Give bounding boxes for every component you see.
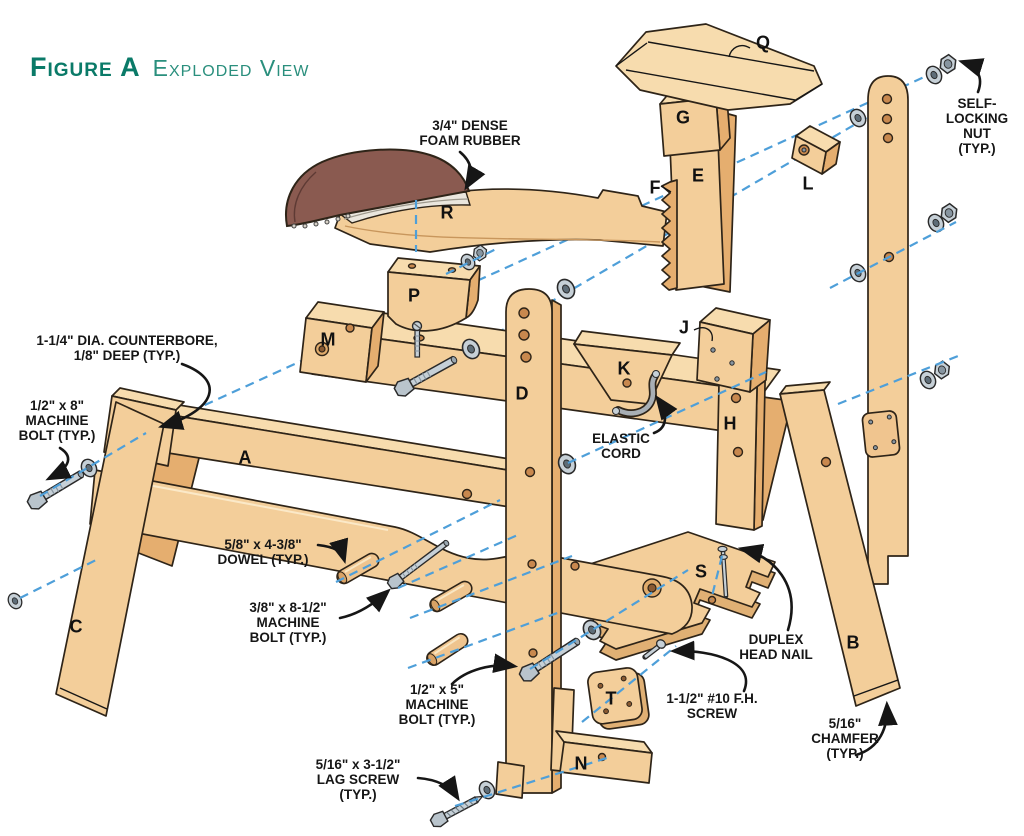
callout-arrows <box>45 44 985 802</box>
part-l-block <box>791 125 841 175</box>
callout-fh-screw: 1-1/2" #10 F.H. SCREW <box>666 691 758 721</box>
fh-screw-icon <box>642 639 667 660</box>
machine-bolt-mid-icon <box>393 355 458 397</box>
part-label-t: T <box>605 688 617 709</box>
figure-title: Figure A Exploded View <box>30 52 309 83</box>
part-dumbhead-assembly <box>615 23 823 293</box>
callout-counterbore: 1-1/4" DIA. COUNTERBORE, 1/8" DEEP (TYP.… <box>36 333 218 363</box>
part-c-leg <box>55 401 165 717</box>
callout-duplex-nail: DUPLEX HEAD NAIL <box>739 632 813 662</box>
machine-bolt-8-5-icon <box>386 539 450 590</box>
elastic-cord <box>612 370 660 418</box>
callout-self-locking-nut: SELF- LOCKING NUT (TYP.) <box>945 96 1009 156</box>
part-label-p: P <box>407 285 421 306</box>
washer-icon <box>4 590 26 612</box>
callout-elastic-cord: ELASTIC CORD <box>592 431 650 461</box>
part-label-m: M <box>320 329 336 350</box>
screw-under-p-icon <box>411 320 423 358</box>
part-label-b: B <box>846 632 860 653</box>
part-label-c: C <box>69 616 83 637</box>
part-label-q: Q <box>755 32 771 53</box>
callout-machine-bolt-8-5: 3/8" x 8-1/2" MACHINE BOLT (TYP.) <box>249 600 327 645</box>
part-b-leg <box>779 381 901 707</box>
part-label-r: R <box>440 202 454 223</box>
dowel-icon <box>423 630 472 669</box>
callout-machine-bolt-5: 1/2" x 5" MACHINE BOLT (TYP.) <box>398 682 476 727</box>
callout-dowel: 5/8" x 4-3/8" DOWEL (TYP.) <box>217 537 309 567</box>
callout-chamfer: 5/16" CHAMFER (TYP.) <box>811 716 879 761</box>
part-label-l: L <box>802 173 814 194</box>
part-label-e: E <box>691 165 705 186</box>
part-bottom-rail <box>89 469 693 635</box>
part-label-g: G <box>675 107 691 128</box>
part-label-k: K <box>617 358 631 379</box>
callout-foam-rubber: 3/4" DENSE FOAM RUBBER <box>419 118 521 148</box>
part-label-a: A <box>238 447 252 468</box>
callout-lag-screw: 5/16" x 3-1/2" LAG SCREW (TYP.) <box>315 757 401 802</box>
part-rear-post <box>861 75 909 585</box>
hardware <box>4 52 961 828</box>
part-j-block <box>696 307 771 393</box>
figure-label: Figure A <box>30 52 141 82</box>
part-label-f: F <box>649 177 661 198</box>
washer-icon <box>553 275 579 303</box>
figure-subtitle: Exploded View <box>152 55 310 81</box>
assembly-lines-front <box>19 200 959 808</box>
part-label-d: D <box>515 383 529 404</box>
part-t-plate <box>587 667 650 730</box>
part-d-post <box>495 288 562 799</box>
part-label-s: S <box>694 561 708 582</box>
part-label-h: H <box>723 413 737 434</box>
part-p-block <box>387 257 481 332</box>
part-label-n: N <box>574 753 588 774</box>
part-r-seat <box>285 148 668 253</box>
part-n-bracket <box>550 687 653 784</box>
part-label-j: J <box>678 317 690 338</box>
callout-machine-bolt-8: 1/2" x 8" MACHINE BOLT (TYP.) <box>18 398 96 443</box>
